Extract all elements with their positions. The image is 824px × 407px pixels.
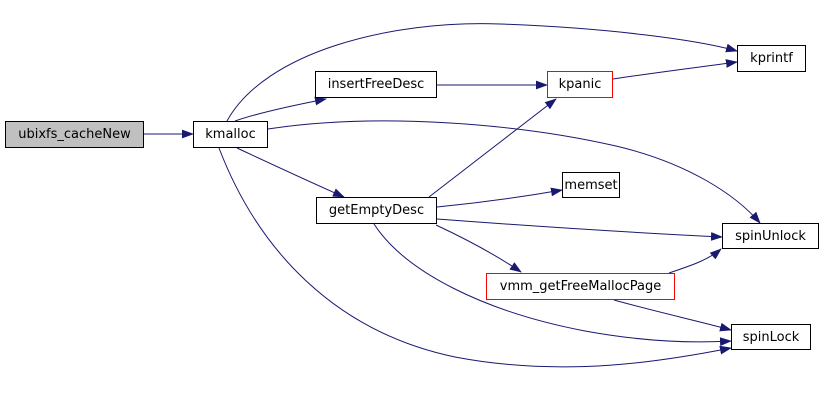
- node-vmm_getFreeMallocPage[interactable]: vmm_getFreeMallocPage: [486, 273, 675, 300]
- edge-kpanic-to-kprintf: [612, 59, 738, 80]
- node-label: insertFreeDesc: [327, 77, 425, 92]
- edge-vmm_getFreeMallocPage-to-spinUnlock: [668, 248, 722, 274]
- node-label: vmm_getFreeMallocPage: [499, 279, 662, 294]
- edge-kmalloc-to-kprintf: [226, 23, 738, 122]
- node-spinLock[interactable]: spinLock: [731, 324, 811, 350]
- node-label: spinLock: [742, 329, 800, 345]
- node-label: memset: [564, 177, 618, 193]
- edge-getEmptyDesc-to-memset: [436, 187, 563, 208]
- node-getEmptyDesc[interactable]: getEmptyDesc: [316, 197, 437, 224]
- edge-getEmptyDesc-to-kpanic: [428, 98, 557, 198]
- node-label: ubixfs_cacheNew: [18, 127, 131, 142]
- node-label: kmalloc: [205, 127, 256, 142]
- node-ubixfs_cacheNew: ubixfs_cacheNew: [5, 121, 144, 148]
- node-kprintf[interactable]: kprintf: [737, 45, 806, 72]
- node-label: kpanic: [558, 77, 602, 92]
- node-spinUnlock[interactable]: spinUnlock: [722, 223, 819, 249]
- edge-kmalloc-to-spinUnlock: [267, 120, 761, 224]
- edge-kmalloc-to-getEmptyDesc: [236, 147, 345, 198]
- edge-kmalloc-to-spinLock: [218, 147, 732, 368]
- node-insertFreeDesc[interactable]: insertFreeDesc: [315, 71, 437, 98]
- node-memset[interactable]: memset: [562, 172, 620, 198]
- edge-kmalloc-to-insertFreeDesc: [234, 96, 327, 122]
- node-label: spinUnlock: [735, 228, 806, 244]
- node-label: getEmptyDesc: [328, 203, 425, 218]
- edge-getEmptyDesc-to-spinLock: [373, 223, 732, 347]
- edge-getEmptyDesc-to-spinUnlock: [436, 218, 723, 241]
- edge-vmm_getFreeMallocPage-to-spinLock: [613, 299, 732, 332]
- node-kmalloc[interactable]: kmalloc: [193, 121, 268, 148]
- node-kpanic[interactable]: kpanic: [547, 71, 613, 98]
- edge-getEmptyDesc-to-vmm_getFreeMallocPage: [435, 224, 522, 273]
- node-label: kprintf: [750, 51, 793, 66]
